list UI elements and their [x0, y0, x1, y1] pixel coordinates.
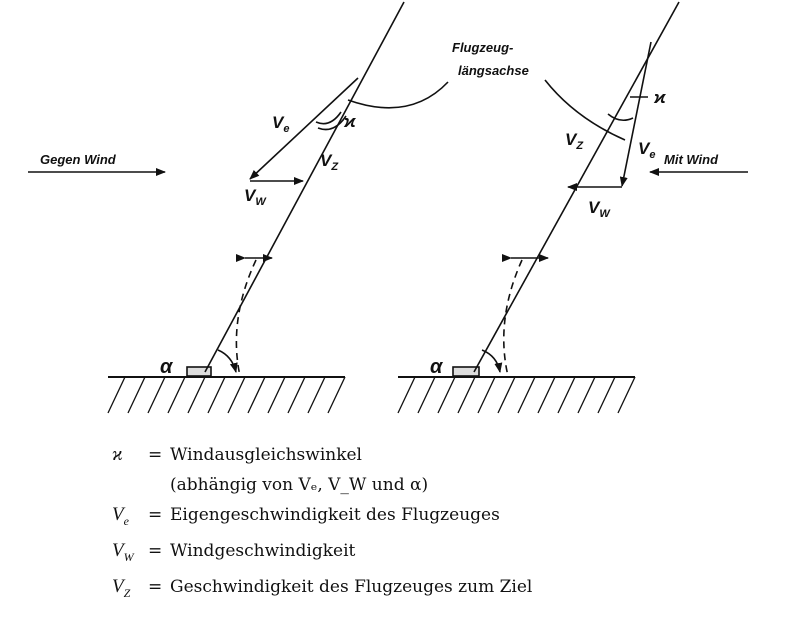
left-kappa-label: ϰ — [343, 112, 357, 131]
left-wind-label: Gegen Wind — [40, 152, 117, 167]
legend-kappa-note: (abhängig von Vₑ, V_W und α) — [170, 475, 429, 495]
right-kappa-label: ϰ — [653, 88, 667, 107]
right-kappa-arc — [607, 113, 634, 122]
legend-kappa-equals: = — [148, 445, 163, 465]
legend-row-kappa-note: (abhängig von Vₑ, V_W und α) — [112, 470, 712, 500]
legend: ϰ = Windausgleichswinkel (abhängig von V… — [112, 440, 712, 607]
legend-row-ve: Ve = Eigengeschwindigkeit des Flugzeuges — [112, 500, 712, 536]
left-ground-hatch — [107, 376, 346, 414]
left-dashed-arc — [235, 259, 257, 377]
left-kappa-arc-2 — [317, 115, 347, 131]
right-dashed-arc — [502, 259, 523, 377]
left-airfield-marker — [186, 366, 212, 377]
right-vw-label: VW — [588, 198, 611, 220]
left-alpha-arc — [217, 349, 238, 373]
legend-vw-symbol: VW — [112, 539, 134, 564]
left-vw-label: VW — [244, 186, 267, 208]
right-vector-ve — [619, 41, 652, 187]
legend-ve-equals: = — [148, 505, 163, 525]
legend-row-kappa: ϰ = Windausgleichswinkel — [112, 440, 712, 470]
legend-ve-definition: Eigengeschwindigkeit des Flugzeuges — [170, 505, 500, 525]
legend-kappa-definition: Windausgleichswinkel — [170, 445, 362, 465]
right-alpha-label: α — [430, 356, 444, 378]
left-leader-curve — [347, 81, 449, 109]
left-flight-path — [204, 1, 405, 373]
axis-title-line2: längsachse — [458, 63, 529, 78]
left-vector-ve — [249, 77, 359, 180]
right-airfield-marker — [452, 366, 480, 377]
right-wind-label: Mit Wind — [664, 152, 719, 167]
right-diagram — [397, 1, 680, 414]
legend-kappa-symbol: ϰ — [112, 444, 123, 465]
left-diagram — [107, 1, 449, 414]
legend-vz-definition: Geschwindigkeit des Flugzeuges zum Ziel — [170, 576, 533, 597]
wind-correction-diagram: Gegen Wind Mit Wind Flugzeug- längsachse… — [28, 1, 748, 414]
left-vz-label: VZ — [320, 151, 339, 173]
right-ve-label: Ve — [638, 139, 655, 161]
legend-vw-equals: = — [148, 540, 163, 561]
legend-row-vw: VW = Windgeschwindigkeit — [112, 536, 712, 572]
right-ground-hatch — [397, 376, 636, 414]
right-alpha-arc — [481, 349, 503, 373]
right-vz-label: VZ — [565, 130, 584, 152]
right-leader-curve — [544, 79, 626, 141]
axis-title-line1: Flugzeug- — [452, 40, 513, 55]
left-ve-label: Ve — [272, 113, 289, 135]
legend-vz-equals: = — [148, 576, 163, 597]
left-alpha-label: α — [160, 356, 174, 378]
legend-ve-symbol: Ve — [112, 504, 129, 528]
left-kappa-arc — [315, 111, 342, 125]
legend-row-vz: VZ = Geschwindigkeit des Flugzeuges zum … — [112, 572, 712, 608]
legend-vw-definition: Windgeschwindigkeit — [170, 540, 356, 561]
legend-vz-symbol: VZ — [112, 575, 131, 600]
